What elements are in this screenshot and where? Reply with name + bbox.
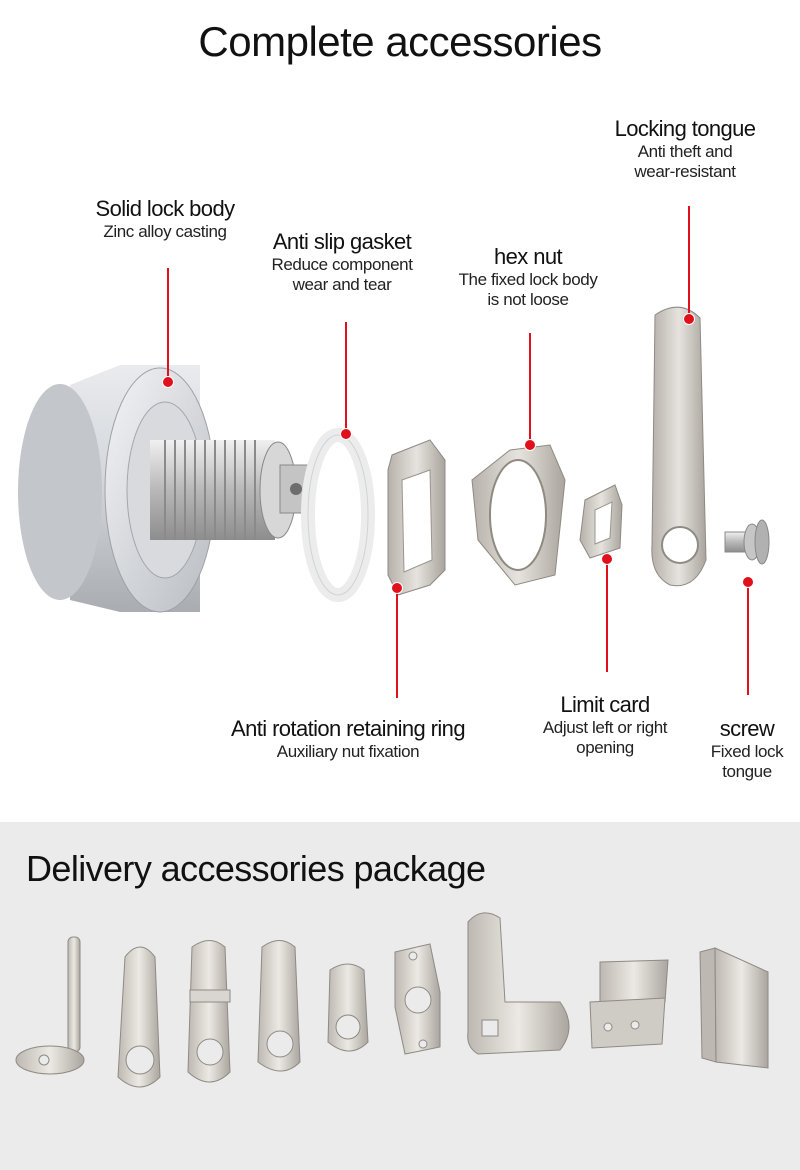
callout-line-limit-card xyxy=(606,562,608,672)
cam-tongue-2-illustration xyxy=(187,940,231,1083)
gasket-desc-1: Reduce component xyxy=(271,255,413,274)
cam-tongue-3-illustration xyxy=(257,940,301,1072)
delivery-accessories-illustration xyxy=(15,912,769,1088)
lock-parts-illustration xyxy=(18,306,770,613)
lock-body-name: Solid lock body xyxy=(95,196,236,221)
label-lock-body: Solid lock body Zinc alloy casting xyxy=(70,196,260,242)
cam-tongue-4-illustration xyxy=(327,963,369,1052)
gasket-desc-2: wear and tear xyxy=(292,275,392,294)
callout-line-tongue xyxy=(688,206,690,318)
callout-line-hex-nut xyxy=(529,333,531,445)
callout-dot-lock-body xyxy=(162,376,174,388)
retaining-ring-illustration xyxy=(387,439,446,596)
key-illustration xyxy=(15,936,85,1075)
cam-tongue-1-illustration xyxy=(117,946,161,1088)
callout-dot-screw xyxy=(742,576,754,588)
callout-dot-limit-card xyxy=(601,553,613,565)
callout-line-retaining-ring xyxy=(396,592,398,698)
callout-line-screw xyxy=(747,585,749,695)
delivery-title: Delivery accessories package xyxy=(26,848,486,889)
screw-desc-1: Fixed lock xyxy=(710,742,784,761)
label-retaining-ring: Anti rotation retaining ring Auxiliary n… xyxy=(206,716,490,762)
hex-nut-name: hex nut xyxy=(494,244,563,269)
bracket-1-illustration xyxy=(589,959,669,1049)
l-tongue-illustration xyxy=(467,912,570,1055)
callout-line-gasket xyxy=(345,322,347,434)
tongue-desc-2: wear-resistant xyxy=(634,162,736,181)
gasket-name: Anti slip gasket xyxy=(272,229,412,254)
delivery-section: Delivery accessories package xyxy=(0,822,800,1170)
callout-dot-tongue xyxy=(683,313,695,325)
retaining-ring-name: Anti rotation retaining ring xyxy=(231,716,466,741)
limit-card-name: Limit card xyxy=(560,692,650,717)
lock-body-illustration xyxy=(18,365,311,613)
tongue-name: Locking tongue xyxy=(614,116,756,141)
gasket-illustration xyxy=(301,428,375,602)
screw-desc-2: tongue xyxy=(722,762,772,781)
label-gasket: Anti slip gasket Reduce component wear a… xyxy=(242,229,442,295)
hex-nut-desc-2: is not loose xyxy=(487,290,569,309)
bracket-2-illustration xyxy=(699,947,769,1069)
limit-card-illustration xyxy=(579,484,623,559)
label-limit-card: Limit card Adjust left or right opening xyxy=(520,692,690,758)
hex-nut-illustration xyxy=(471,444,566,586)
callout-dot-gasket xyxy=(340,428,352,440)
screw-name: screw xyxy=(719,716,775,741)
label-hex-nut: hex nut The fixed lock body is not loose xyxy=(430,244,626,310)
hex-nut-desc-1: The fixed lock body xyxy=(458,270,598,289)
callout-dot-hex-nut xyxy=(524,439,536,451)
limit-card-desc-2: opening xyxy=(576,738,634,757)
mounting-plate-illustration xyxy=(394,943,441,1055)
label-tongue: Locking tongue Anti theft and wear-resis… xyxy=(590,116,780,182)
screw-illustration xyxy=(724,519,770,565)
tongue-desc-1: Anti theft and xyxy=(637,142,733,161)
lock-body-desc: Zinc alloy casting xyxy=(103,222,227,241)
label-screw: screw Fixed lock tongue xyxy=(698,716,796,782)
page-title: Complete accessories xyxy=(198,18,602,65)
retaining-ring-desc: Auxiliary nut fixation xyxy=(276,742,420,761)
locking-tongue-illustration xyxy=(651,306,707,587)
callout-line-lock-body xyxy=(167,268,169,382)
limit-card-desc-1: Adjust left or right xyxy=(542,718,668,737)
callout-dot-retaining-ring xyxy=(391,582,403,594)
